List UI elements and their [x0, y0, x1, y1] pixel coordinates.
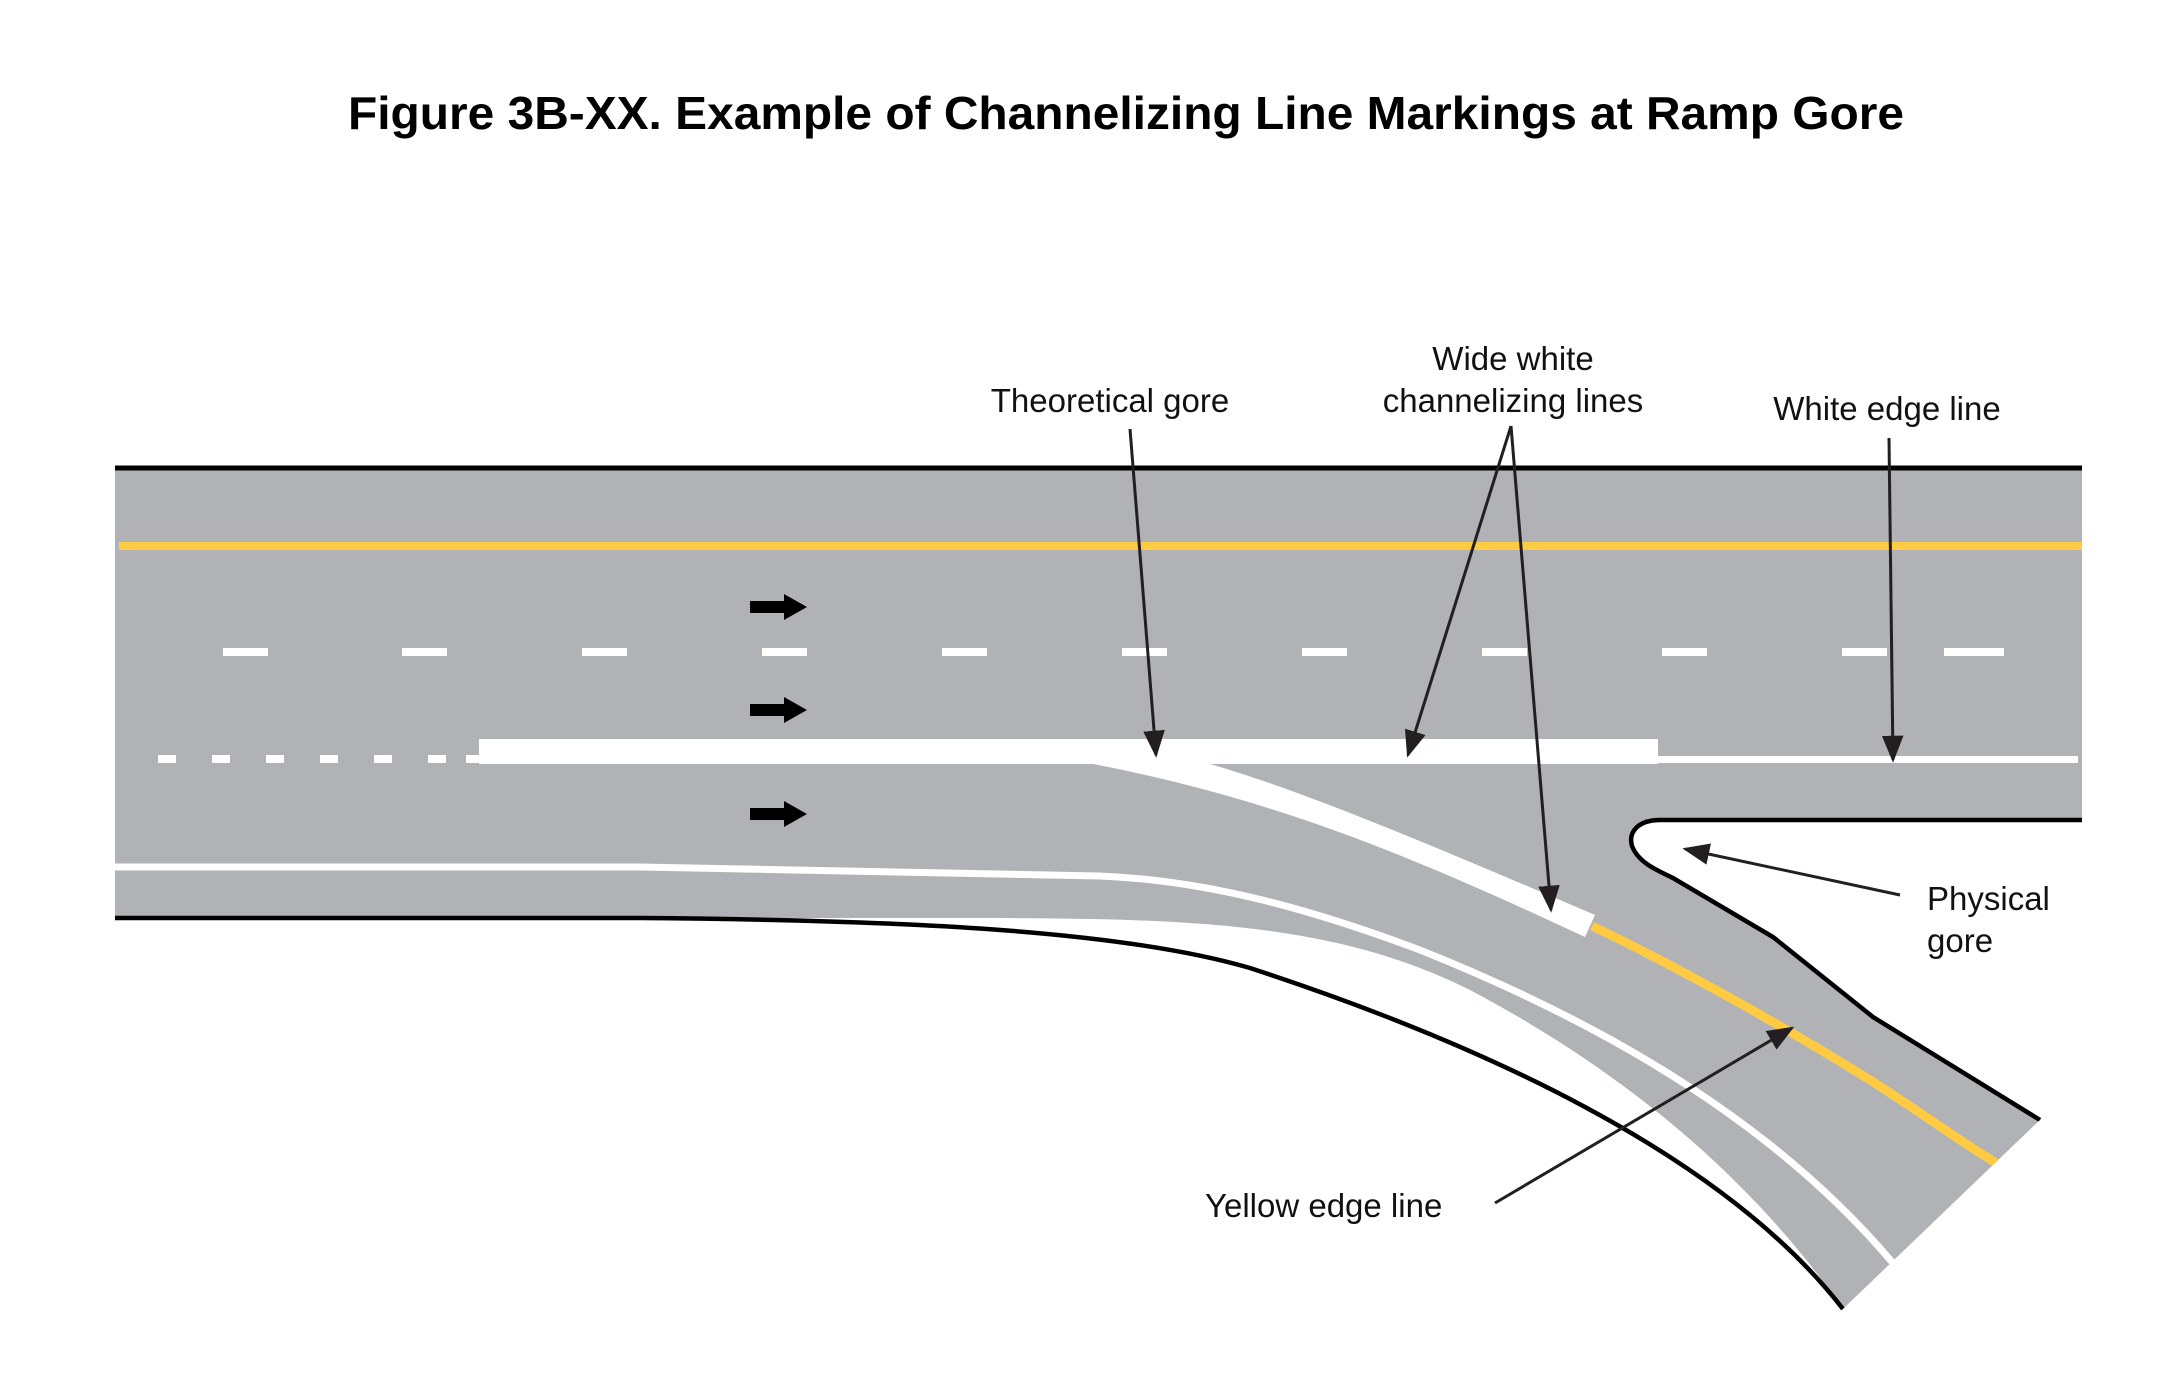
right-arrow-icon [750, 697, 807, 723]
label-wide-white-line1: Wide white [1432, 340, 1593, 377]
physical-gore-outline [1628, 817, 2082, 1122]
lane-line-dashes [223, 648, 2004, 656]
ramp-end-cut [1843, 1100, 2182, 1400]
label-wide-white-line2: channelizing lines [1383, 382, 1644, 419]
physical-gore-leader [1682, 843, 1901, 897]
dotted-extension-line [158, 755, 480, 763]
channelizing-leader-2 [1509, 425, 1560, 913]
right-arrow-icon [750, 594, 807, 620]
yellow-edge-line [1590, 921, 2001, 1168]
white-edge-leader [1881, 437, 1904, 763]
label-physical-gore-line1: Physical [1927, 880, 2050, 917]
label-physical-gore-line2: gore [1927, 922, 1993, 959]
figure-title: Figure 3B-XX. Example of Channelizing Li… [348, 87, 1904, 139]
label-yellow-edge-line: Yellow edge line [1205, 1187, 1442, 1224]
label-white-edge-line: White edge line [1773, 390, 2000, 427]
theoretical-gore-leader [1128, 428, 1165, 758]
yellow-edge-leader [1494, 1026, 1795, 1205]
yellow-center-line [119, 542, 2082, 550]
ramp-white-edge-line [115, 863, 1895, 1265]
white-edge-line [1658, 756, 2078, 763]
label-theoretical-gore: Theoretical gore [991, 382, 1229, 419]
right-arrow-icon [750, 801, 807, 827]
lane-arrows [750, 594, 807, 827]
ramp-outer-edge [115, 915, 1845, 1311]
channelizing-leader-1 [1404, 425, 1513, 758]
wide-white-channelizing-line-straight [479, 739, 1658, 764]
pavement-area [115, 468, 2082, 1309]
